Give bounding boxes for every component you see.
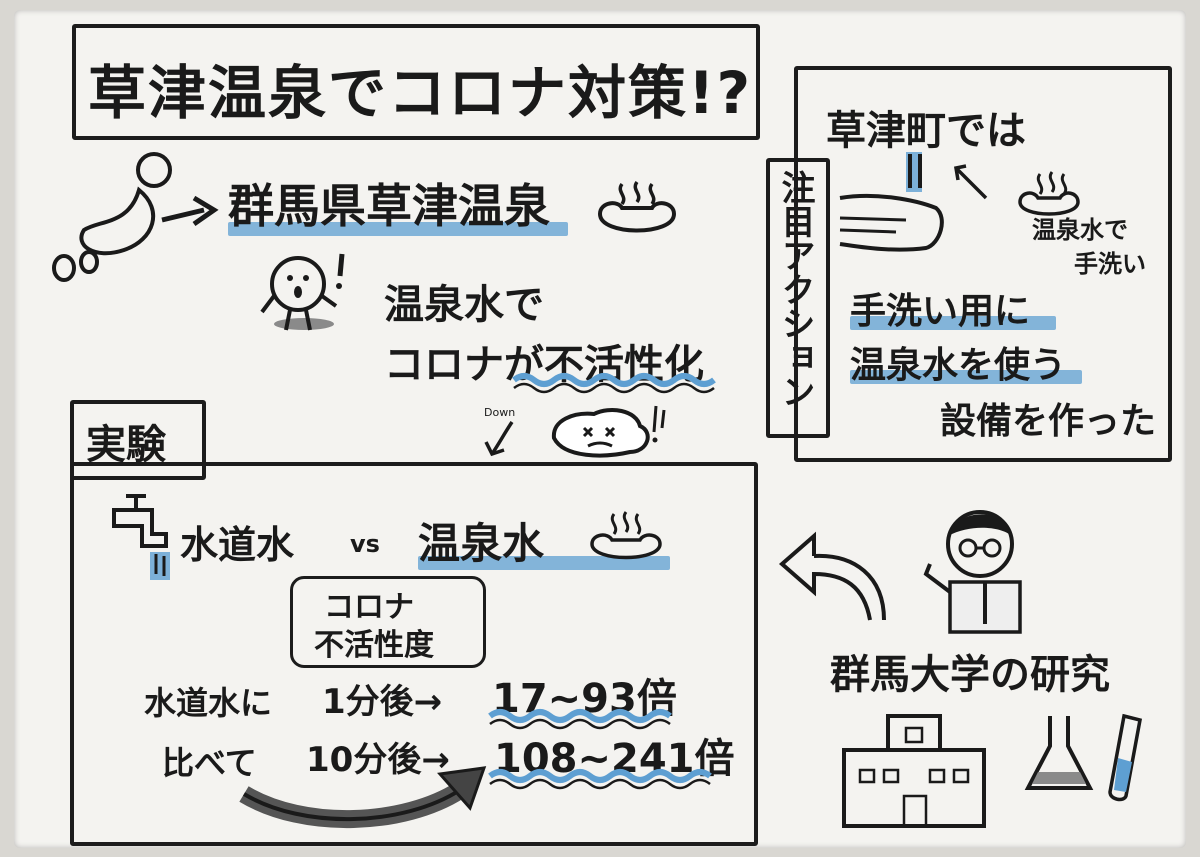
university-building-icon bbox=[842, 714, 986, 828]
wavy-underline bbox=[512, 373, 716, 394]
town-line1-highlight bbox=[850, 316, 1056, 330]
row1-time: 1分後→ bbox=[322, 682, 443, 722]
onsen-water-label: 温泉水 bbox=[418, 519, 545, 568]
researcher-icon bbox=[923, 510, 1022, 634]
experiment-box bbox=[70, 462, 758, 846]
handwash-label-1: 温泉水で bbox=[1032, 216, 1128, 244]
metric-line-2: 不活性度 bbox=[314, 628, 434, 663]
test-tube-icon bbox=[1108, 713, 1143, 802]
row1-prefix: 水道水に bbox=[144, 684, 273, 722]
body-doodle-icon bbox=[52, 152, 219, 282]
onsen-icon-experiment bbox=[590, 511, 662, 560]
back-arrow-icon bbox=[778, 531, 886, 621]
title-box bbox=[72, 24, 760, 140]
vs-label: vs bbox=[350, 530, 380, 558]
flask-icon bbox=[1024, 716, 1094, 790]
metric-box bbox=[290, 576, 486, 668]
row2-wavy-underline bbox=[488, 769, 712, 790]
row2-prefix: 比べて bbox=[162, 744, 257, 782]
place-highlight bbox=[228, 222, 568, 236]
metric-line-1: コロナ bbox=[324, 590, 414, 625]
town-line-2: 温泉水を使う bbox=[850, 345, 1067, 386]
place-heading: 群馬県草津温泉 bbox=[228, 179, 550, 233]
tap-water-label: 水道水 bbox=[180, 523, 295, 567]
experiment-label: 実験 bbox=[86, 422, 166, 468]
row1-wavy-underline bbox=[488, 709, 672, 730]
town-box bbox=[794, 66, 1172, 462]
onsen-water-highlight bbox=[418, 556, 670, 570]
page-title: 草津温泉でコロナ対策!? bbox=[88, 59, 753, 127]
down-tag: Down bbox=[484, 406, 516, 419]
big-curved-arrow-icon bbox=[239, 766, 487, 828]
surprised-person-icon bbox=[260, 253, 345, 331]
row2-time: 10分後→ bbox=[306, 740, 450, 780]
town-line-1: 手洗い用に bbox=[850, 291, 1031, 332]
faucet-icon bbox=[112, 494, 170, 580]
claim-line-1: 温泉水で bbox=[384, 282, 544, 328]
handwash-label-2: 手洗い bbox=[1074, 250, 1146, 278]
action-tag-box bbox=[766, 158, 830, 438]
handwash-icon bbox=[839, 152, 988, 252]
onsen-icon-small bbox=[1018, 171, 1080, 216]
paper-sheet: 草津温泉でコロナ対策!? 群馬県草津温泉 温泉水で コロナが不活性化 Down bbox=[14, 10, 1186, 848]
knocked-out-virus-icon bbox=[551, 405, 666, 458]
experiment-label-box bbox=[70, 400, 206, 480]
onsen-icon bbox=[597, 180, 677, 233]
town-line-3: 設備を作った bbox=[940, 401, 1157, 442]
town-header: 草津町では bbox=[826, 108, 1026, 154]
town-line2-highlight bbox=[850, 370, 1082, 384]
research-label: 群馬大学の研究 bbox=[830, 652, 1110, 698]
down-arrow-icon bbox=[484, 421, 514, 457]
